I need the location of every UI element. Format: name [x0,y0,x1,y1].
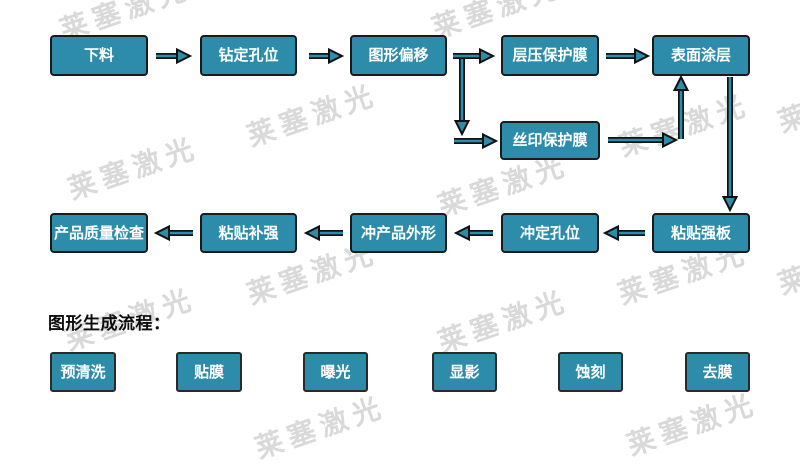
flow-step-label: 粘贴补强 [218,224,279,242]
flow-step-label: 丝印保护膜 [512,132,588,149]
flow-connectors [153,47,739,242]
flow-arrow [153,224,170,242]
flow-step-label: 钻定孔位 [218,47,279,64]
flow-step-label: 表面涂层 [670,47,731,64]
pattern-step-label: 去膜 [702,363,733,381]
flow-arrow [303,224,320,242]
flow-step-label: 下料 [83,47,114,64]
flow-arrow [453,224,470,242]
flow-step-screenprint-protective-film: 丝印保护膜 [500,121,600,160]
pattern-step-pre-clean: 预清洗 [50,352,116,392]
flow-step-paste-reinforcement: 粘贴补强 [200,213,297,253]
flow-arrow [634,47,651,65]
flow-arrow [602,224,619,242]
flow-arrow [482,132,499,150]
flowchart-canvas: 莱塞激光莱塞激光莱塞激光莱塞激光莱塞激光莱塞激光莱塞激光莱塞激光莱塞激光莱塞激光… [48,0,800,464]
flow-step-label: 粘贴强板 [670,224,731,242]
flow-step-label: 冲产品外形 [360,224,436,242]
pattern-flow-heading: 图形生成流程： [48,314,171,333]
pattern-step-label: 预清洗 [60,363,106,381]
flow-step-punch-locating-holes: 冲定孔位 [501,213,599,253]
pattern-step-development: 显影 [432,352,497,392]
flow-step-label: 冲定孔位 [519,224,580,242]
flow-arrow [328,47,345,65]
flow-step-laminate-protective-film: 层压保护膜 [501,35,599,76]
flow-arrow [721,196,739,213]
flow-step-label: 图形偏移 [368,47,429,64]
flow-arrow [176,47,193,65]
flow-arrow [662,131,679,149]
flow-arrow [453,120,471,137]
pattern-step-film-lamination: 贴膜 [176,352,242,392]
flow-step-label: 产品质量检查 [53,224,144,242]
flow-arrow [672,74,690,91]
pattern-step-label: 显影 [449,363,480,381]
pattern-step-etching: 蚀刻 [558,352,623,392]
pattern-step-label: 蚀刻 [575,363,606,381]
flow-step-pattern-offset: 图形偏移 [350,35,447,76]
pattern-step-film-removal: 去膜 [685,352,750,392]
flow-step-paste-stiffener-board: 粘贴强板 [652,213,750,253]
flow-step-quality-inspection: 产品质量检查 [50,213,148,253]
pattern-step-label: 曝光 [320,363,351,381]
pattern-step-exposure: 曝光 [303,352,368,392]
flow-arrow [479,47,496,65]
flow-step-drill-locating-holes: 钻定孔位 [200,35,297,76]
flow-step-blanking: 下料 [50,35,148,76]
flow-step-label: 层压保护膜 [512,47,588,64]
pattern-step-label: 贴膜 [193,363,224,381]
flow-step-surface-coating: 表面涂层 [652,35,750,76]
flow-step-punch-product-outline: 冲产品外形 [350,213,447,253]
